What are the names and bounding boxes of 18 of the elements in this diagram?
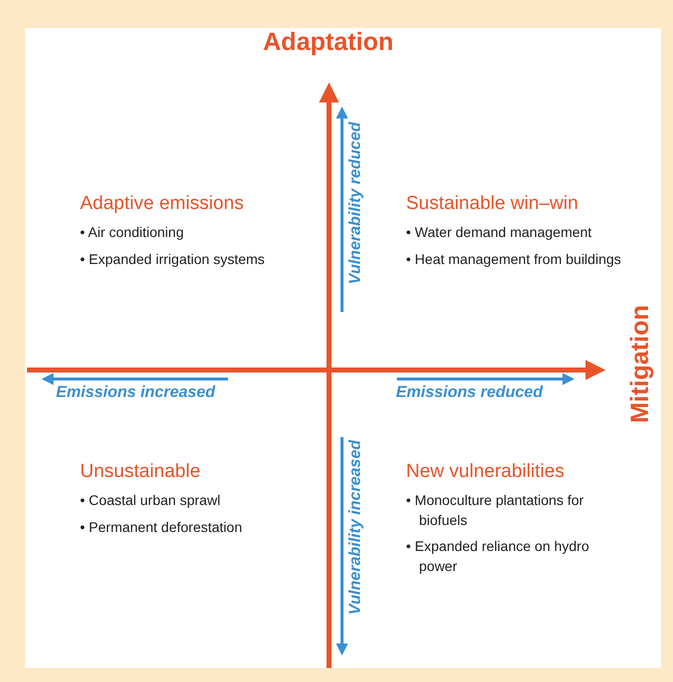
quadrant-heading: Sustainable win–win <box>406 193 580 215</box>
axis-label: Vulnerability reduced <box>347 122 365 284</box>
quadrant-heading: Unsustainable <box>80 461 202 483</box>
bullet-item: • Expanded reliance on hydro power <box>406 537 590 576</box>
bullet-item: • Water demand management <box>406 223 593 242</box>
axis-label: Emissions reduced <box>396 384 543 402</box>
bullet-item: • Coastal urban sprawl <box>80 491 222 510</box>
bullet-item: • Air conditioning <box>80 223 185 242</box>
axis-title: Adaptation <box>263 28 394 57</box>
bullet-item: • Monoculture plantations for biofuels <box>406 491 585 530</box>
bullet-item: • Expanded irrigation systems <box>80 250 266 269</box>
axis-label: Emissions increased <box>56 384 216 402</box>
bullet-item: • Heat management from buildings <box>406 250 622 269</box>
axis-title: Mitigation <box>626 305 655 424</box>
axis-label: Vulnerability increased <box>347 440 365 615</box>
bullet-item: • Permanent deforestation <box>80 518 244 537</box>
quadrant-heading: Adaptive emissions <box>80 193 245 215</box>
quadrant-heading: New vulnerabilities <box>406 461 566 483</box>
